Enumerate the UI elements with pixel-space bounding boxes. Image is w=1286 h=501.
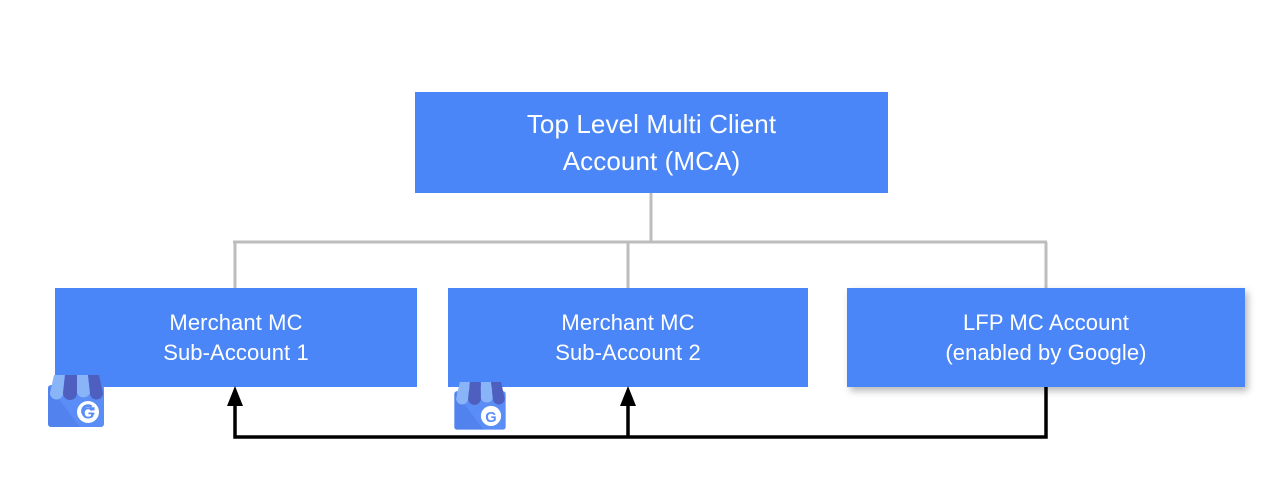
- store-awning: [50, 375, 103, 400]
- google-business-profile-icon: G: [48, 375, 104, 427]
- store-awning: [456, 382, 505, 405]
- svg-text:G: G: [82, 406, 94, 423]
- node-lfp-label: LFP MC Account (enabled by Google): [945, 309, 1147, 365]
- letter-g: G: [480, 405, 502, 426]
- google-business-profile-icon: G: [454, 382, 506, 430]
- node-lfp-mc-account: LFP MC Account (enabled by Google): [847, 288, 1245, 387]
- arrowhead-sub1: [227, 386, 243, 406]
- node-merchant-sub-account-1: Merchant MC Sub-Account 1: [55, 288, 417, 387]
- arrowhead-sub2: [620, 386, 636, 406]
- node-merchant-sub-account-2: Merchant MC Sub-Account 2: [448, 288, 808, 387]
- svg-text:G: G: [485, 410, 496, 426]
- node-mca-label: Top Level Multi Client Account (MCA): [526, 108, 777, 176]
- node-sub2-label: Merchant MC Sub-Account 2: [555, 309, 701, 365]
- letter-g: G: [77, 401, 99, 423]
- flow-path-lfp-to-sub1: [233, 387, 1048, 439]
- node-sub1-label: Merchant MC Sub-Account 1: [163, 309, 309, 365]
- node-top-level-mca: Top Level Multi Client Account (MCA): [415, 92, 888, 193]
